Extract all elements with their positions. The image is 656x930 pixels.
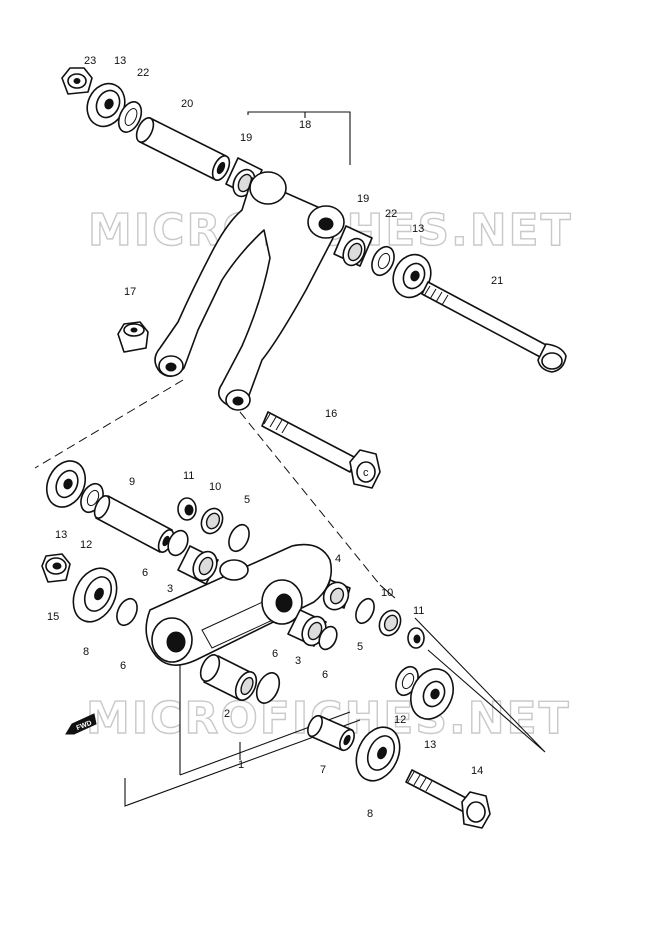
nut-17 (117, 321, 149, 353)
spacer-8-b (355, 726, 401, 782)
callout-18: 18 (299, 119, 311, 131)
callout-6: 6 (272, 648, 278, 660)
callout-4: 4 (335, 553, 341, 565)
washer-13-right (392, 253, 432, 299)
callout-8: 8 (367, 808, 373, 820)
bearing-10-b (378, 609, 402, 637)
callout-14: 14 (471, 765, 483, 777)
bushing-11-a (177, 497, 197, 521)
callout-23: 23 (84, 55, 96, 67)
bushing-4 (322, 579, 351, 611)
sleeve-9 (93, 495, 175, 553)
svg-text:c: c (363, 467, 369, 479)
nut-23 (61, 67, 93, 95)
spacer-8-a (72, 567, 118, 623)
callout-7: 7 (320, 764, 326, 776)
sleeve-7 (307, 714, 355, 752)
callout-3: 3 (295, 655, 301, 667)
callout-9: 9 (129, 476, 135, 488)
bearing-19-right (333, 225, 373, 267)
bushing-11-b (407, 627, 425, 649)
circlip-6-b (116, 597, 138, 627)
circlip-6-d (255, 672, 281, 704)
callout-13: 13 (412, 223, 424, 235)
bearing-10-a (200, 507, 224, 535)
callout-2: 2 (224, 708, 230, 720)
bolt-16: c (261, 411, 381, 489)
callout-19: 19 (357, 193, 369, 205)
nut-15 (41, 553, 71, 583)
callout-11: 11 (413, 605, 424, 617)
callout-11: 11 (183, 470, 194, 482)
callout-10: 10 (381, 587, 393, 599)
washer-13-lower-right (410, 668, 454, 720)
callout-6: 6 (120, 660, 126, 672)
callout-13: 13 (424, 739, 436, 751)
bolt-21 (421, 281, 567, 373)
callout-8: 8 (83, 646, 89, 658)
cushion-rod-1 (145, 543, 333, 666)
callout-12: 12 (80, 539, 92, 551)
washer-22-right (371, 245, 395, 277)
callout-17: 17 (124, 286, 136, 298)
callout-15: 15 (47, 611, 59, 623)
callout-22: 22 (385, 208, 397, 220)
circlip-5-a (228, 523, 250, 553)
callout-21: 21 (491, 275, 503, 287)
callout-16: 16 (325, 408, 337, 420)
callout-3: 3 (167, 583, 173, 595)
callout-6: 6 (322, 669, 328, 681)
callout-19: 19 (240, 132, 252, 144)
circlip-5-b (355, 597, 375, 625)
bearing-3-a (177, 545, 219, 585)
callout-5: 5 (244, 494, 250, 506)
circlip-6-a (167, 529, 189, 557)
callout-10: 10 (209, 481, 221, 493)
circlip-6-c (318, 625, 338, 651)
washer-13-top (86, 82, 126, 128)
callout-13: 13 (114, 55, 126, 67)
bearing-2 (199, 654, 258, 701)
callout-13: 13 (55, 529, 67, 541)
callout-6: 6 (142, 567, 148, 579)
bolt-14 (405, 769, 491, 829)
sleeve-20 (135, 117, 231, 181)
callout-12: 12 (394, 714, 406, 726)
cushion-lever-18 (154, 171, 345, 411)
washer-22-top (117, 101, 143, 133)
washer-13-lower-left (45, 460, 87, 508)
callout-20: 20 (181, 98, 193, 110)
callout-1: 1 (238, 759, 244, 771)
leader-lines (34, 111, 546, 807)
callout-labels: 23 13 22 20 19 18 19 22 13 21 17 16 9 11… (47, 55, 503, 820)
callout-22: 22 (137, 67, 149, 79)
callout-5: 5 (357, 641, 363, 653)
